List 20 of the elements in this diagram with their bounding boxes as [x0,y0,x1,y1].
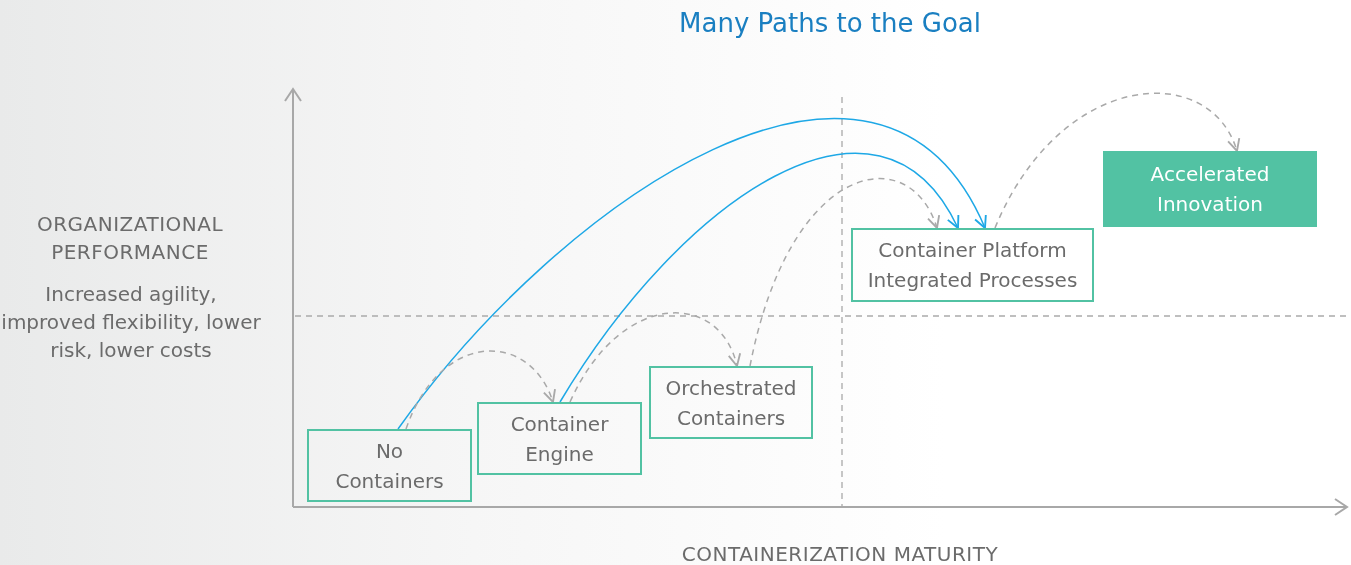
stage-label: Accelerated Innovation [1149,161,1271,218]
axis-title: ORGANIZATIONAL PERFORMANCE [35,211,225,266]
stage-label: Orchestrated Containers [664,374,798,432]
stage-box [649,366,813,439]
arc-arrow [569,312,740,403]
stage-label: Container Engine [509,410,610,468]
stage-box [477,402,642,475]
arc-arrow [559,152,959,403]
axis-description: Increased agility, improved flexibility, lower risk, lower costs [0,281,262,364]
arc-arrow [994,92,1239,229]
stage-label: No Containers [334,437,445,495]
axis-title: CONTAINERIZATION MATURITY [680,541,1000,565]
stage-label: Container Platform Integrated Processes [866,237,1079,294]
arc-arrow [405,350,555,430]
stage-box [307,429,472,502]
title: Many Paths to the Goal [678,8,982,38]
arc-arrow [397,118,986,430]
arc-arrow [749,178,939,367]
stage-box [851,228,1094,302]
stage-box [1103,151,1317,227]
